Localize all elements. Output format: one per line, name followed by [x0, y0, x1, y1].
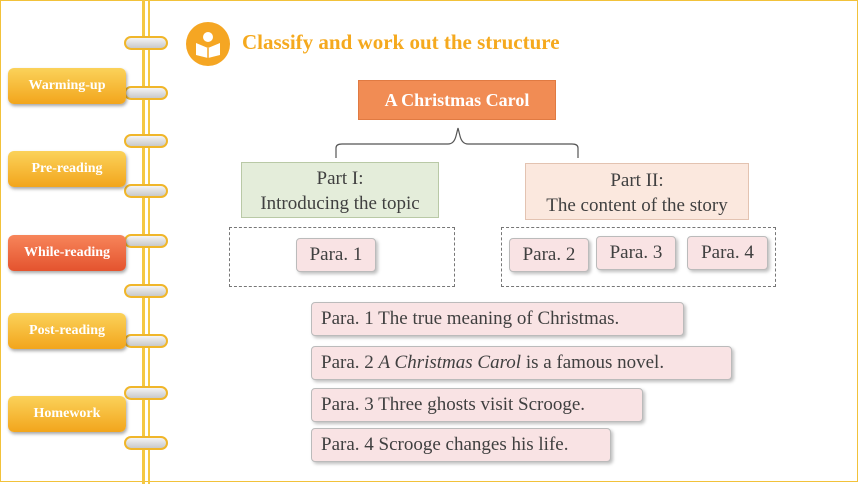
- binder-ring: [124, 134, 168, 148]
- description-para-label: Para. 1: [321, 308, 374, 329]
- part-two-box: Part II: The content of the story: [525, 163, 749, 220]
- description-card-1[interactable]: Para. 1 The true meaning of Christmas.: [311, 302, 684, 336]
- root-title-box: A Christmas Carol: [358, 80, 556, 120]
- nav-item-while-reading[interactable]: While-reading: [8, 235, 126, 271]
- description-para-label: Para. 4: [321, 434, 374, 455]
- nav-item-pre-reading[interactable]: Pre-reading: [8, 151, 126, 187]
- reader-icon: [186, 22, 230, 66]
- nav-item-warming-up[interactable]: Warming-up: [8, 68, 126, 104]
- brace-connector: [335, 127, 579, 158]
- para-1-chip[interactable]: Para. 1: [296, 238, 376, 272]
- description-text: Scrooge changes his life.: [373, 434, 569, 455]
- binder-ring: [124, 436, 168, 450]
- description-para-label: Para. 2: [321, 352, 374, 373]
- part-one-box: Part I: Introducing the topic: [241, 162, 439, 218]
- part-two-heading: Part II:: [610, 170, 664, 191]
- binder-ring: [124, 234, 168, 248]
- part-one-drop-zone[interactable]: [229, 227, 455, 287]
- part-two-subtitle: The content of the story: [546, 195, 728, 216]
- para-2-chip[interactable]: Para. 2: [509, 238, 589, 272]
- description-text: is a famous novel.: [521, 352, 665, 373]
- description-card-2[interactable]: Para. 2 A Christmas Carol is a famous no…: [311, 346, 732, 380]
- part-one-subtitle: Introducing the topic: [260, 193, 420, 214]
- description-card-4[interactable]: Para. 4 Scrooge changes his life.: [311, 428, 611, 462]
- binder-ring: [124, 184, 168, 198]
- nav-item-homework[interactable]: Homework: [8, 396, 126, 432]
- page-title: Classify and work out the structure: [242, 30, 560, 54]
- nav-item-post-reading[interactable]: Post-reading: [8, 313, 126, 349]
- binder-ring: [124, 386, 168, 400]
- description-text: Three ghosts visit Scrooge.: [373, 394, 586, 415]
- part-two-drop-zone[interactable]: [501, 227, 776, 287]
- binder-ring: [124, 334, 168, 348]
- description-card-3[interactable]: Para. 3 Three ghosts visit Scrooge.: [311, 388, 643, 422]
- para-3-chip[interactable]: Para. 3: [596, 236, 676, 270]
- binder-ring: [124, 284, 168, 298]
- para-4-chip[interactable]: Para. 4: [687, 236, 768, 270]
- description-text: The true meaning of Christmas.: [373, 308, 620, 329]
- description-para-label: Para. 3: [321, 394, 374, 415]
- binder-ring: [124, 36, 168, 50]
- novel-title: A Christmas Carol: [378, 352, 522, 373]
- part-one-heading: Part I:: [316, 168, 364, 189]
- binder-ring: [124, 86, 168, 100]
